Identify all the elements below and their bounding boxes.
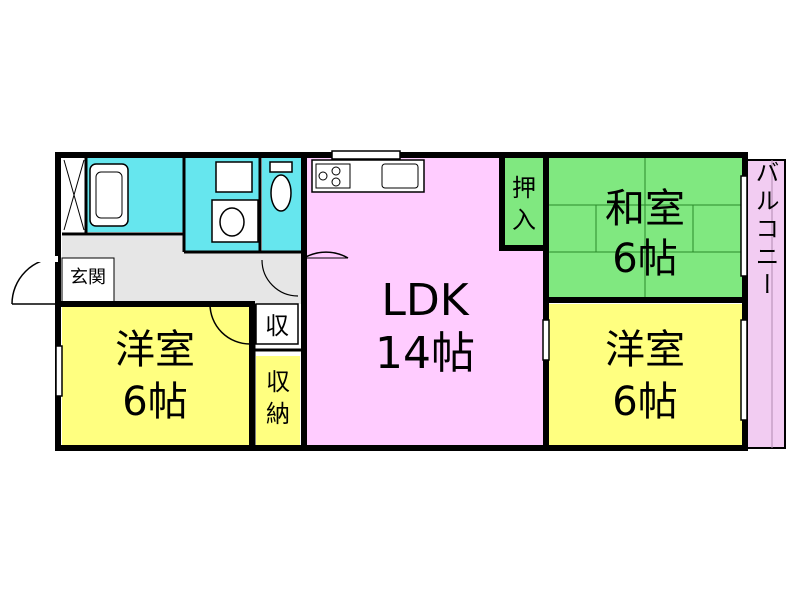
- ldk-size: 14帖: [375, 328, 475, 379]
- storage-small-area: [255, 303, 299, 345]
- oshiire-label-1: 押: [512, 174, 536, 202]
- toilet-bowl: [270, 174, 292, 212]
- western-left-size: 6帖: [122, 379, 187, 425]
- japanese-name: 和室: [605, 186, 685, 232]
- western-right-name: 洋室: [605, 327, 685, 373]
- japanese-size: 6帖: [612, 236, 677, 282]
- western-room-left: [62, 304, 252, 446]
- toilet-tank: [269, 161, 293, 173]
- bathtub: [89, 163, 129, 227]
- washing-machine: [215, 161, 253, 193]
- western-left-name: 洋室: [115, 327, 195, 373]
- western-room-right: [548, 304, 742, 446]
- storage-small-label: 収: [265, 312, 289, 340]
- storage-closet-label-1: 収: [266, 368, 290, 396]
- oshiire-label-2: 入: [512, 206, 536, 234]
- entrance-label: 玄関: [70, 267, 106, 288]
- corridor-area: [184, 252, 304, 304]
- storage-closet-label-2: 納: [266, 400, 290, 428]
- oshiire-area: [502, 158, 546, 248]
- storage-closet-area: [256, 356, 300, 446]
- kitchen-sink: [381, 163, 419, 189]
- ldk-name: LDK: [381, 275, 469, 326]
- balcony-label: バルコニー: [751, 160, 779, 300]
- western-right-size: 6帖: [612, 379, 677, 425]
- entrance-floor: [61, 257, 115, 305]
